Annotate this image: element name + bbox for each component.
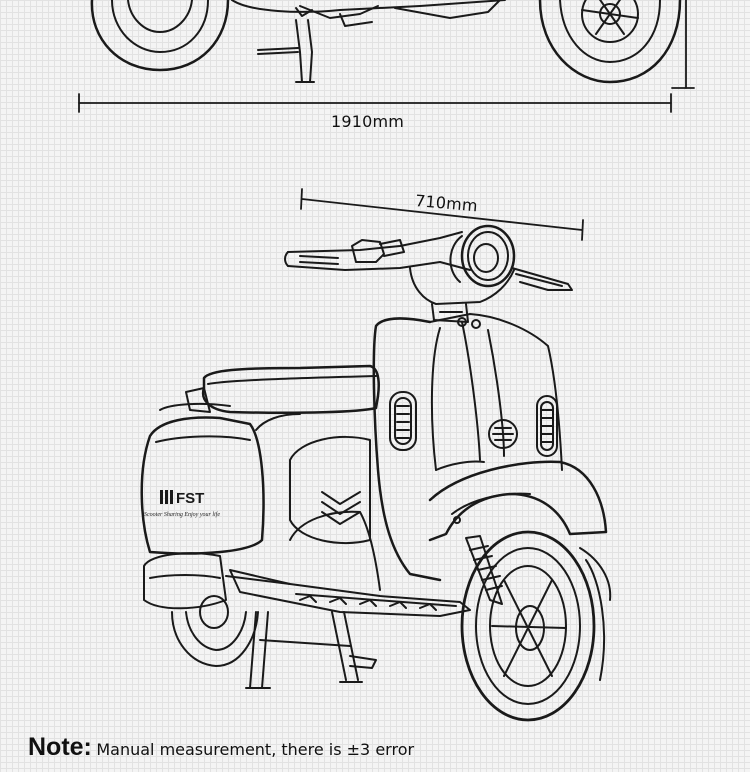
side-underbody [231, 0, 506, 27]
rear-wheel [171, 595, 259, 667]
front-fender [428, 460, 608, 542]
brand-tagline: Scooter Sharing Enjoy your life [144, 511, 220, 518]
note-label: Note: [28, 733, 92, 761]
side-view-scooter [90, 0, 695, 89]
front-indicator-left [389, 391, 417, 451]
rear-side-panel [140, 402, 301, 555]
headlight [449, 224, 516, 288]
steering-column [431, 303, 469, 323]
note-text: Manual measurement, there is ±3 error [96, 740, 415, 759]
front-indicator-right [536, 395, 558, 457]
rear-engine [143, 552, 291, 610]
brand-logo-text: FST [176, 490, 204, 507]
leg-shield [372, 313, 563, 582]
side-front-wheel [538, 0, 682, 84]
length-dimension-label: 1910mm [331, 112, 405, 131]
side-rear-wheel [90, 0, 230, 72]
brand-logo-bars [160, 490, 173, 504]
horn-grille [488, 419, 518, 449]
width-dimension-line [300, 188, 584, 241]
length-dimension-line [78, 93, 672, 113]
center-stand [245, 611, 377, 689]
handlebar [284, 231, 573, 305]
front-wheel [460, 530, 612, 722]
chevron-detail [289, 436, 371, 544]
side-kickstand [257, 19, 315, 83]
front-suspension [465, 535, 503, 605]
front-view-scooter [140, 224, 612, 722]
seat [185, 364, 380, 415]
side-height-dimension [671, 0, 695, 89]
floorboard [229, 510, 471, 617]
measurement-note: Note: Manual measurement, there is ±3 er… [28, 733, 414, 762]
